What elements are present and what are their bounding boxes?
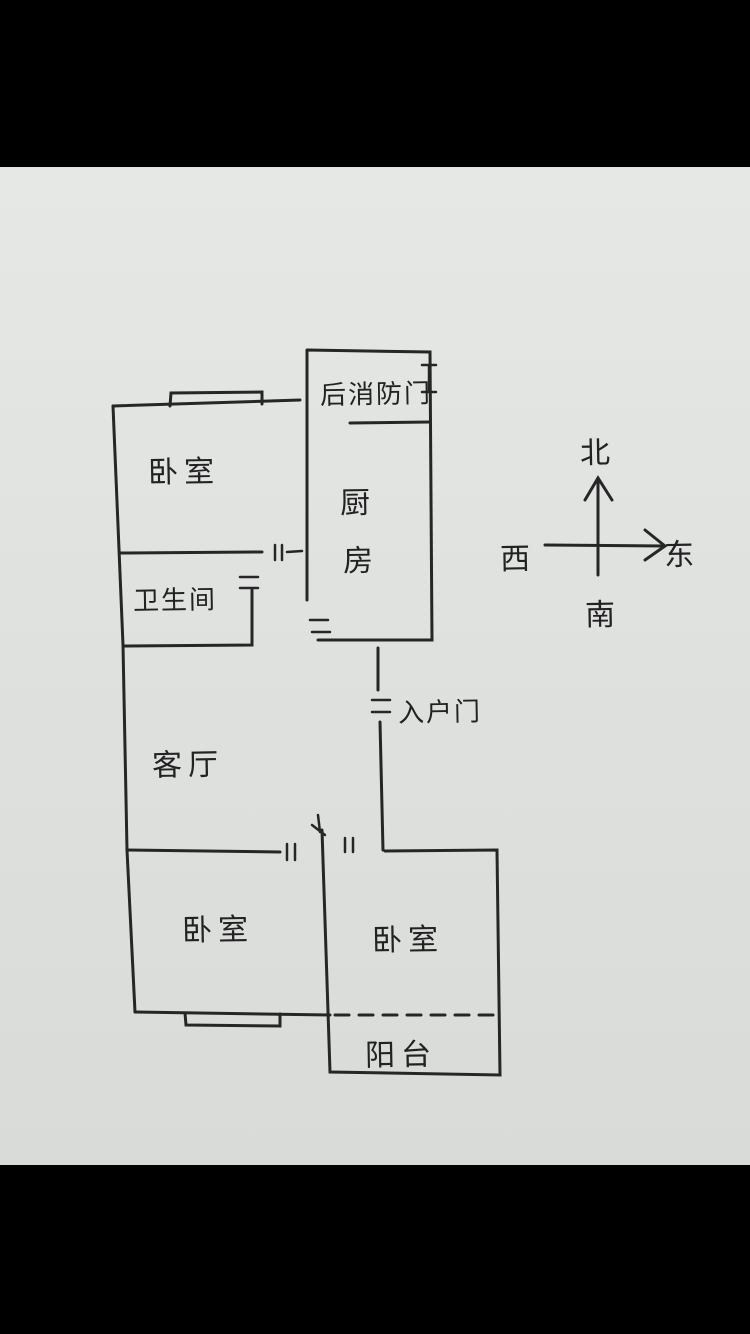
top-black-bar: [0, 0, 750, 167]
label-back-door: 后消防门: [319, 379, 433, 411]
label-entrance-door: 入户门: [397, 697, 483, 729]
label-bedroom-nw: 卧室: [147, 454, 221, 491]
compass-arrows: [543, 475, 668, 577]
nw-window: [168, 390, 264, 408]
bathroom-wall: [121, 588, 254, 648]
compass-west: 西: [499, 541, 537, 578]
compass-east: 东: [663, 537, 701, 574]
entry-wall: [376, 646, 385, 852]
paper-sheet: [0, 167, 750, 1165]
sw-bedroom-bottom-wall: [133, 1010, 332, 1017]
kitchen-inner-line: [348, 420, 432, 425]
compass-north: 北: [579, 435, 617, 472]
bottom-black-bar: [0, 1165, 750, 1334]
north-arrow: [583, 475, 614, 577]
label-bathroom: 卫生间: [132, 585, 218, 617]
east-arrow: [543, 528, 668, 562]
label-kitchen-2: 房: [342, 543, 380, 580]
label-bedroom-se: 卧室: [371, 922, 445, 959]
living-bedroom-divider: [125, 848, 282, 854]
compass-south: 南: [584, 597, 622, 634]
kitchen-walls: [305, 348, 434, 642]
west-wall: [111, 404, 137, 1014]
label-bedroom-sw: 卧室: [181, 912, 255, 949]
walls: [111, 348, 502, 1077]
se-bedroom-walls: [320, 828, 502, 1077]
label-living-room: 客厅: [151, 747, 225, 784]
label-balcony: 阳台: [364, 1037, 438, 1074]
label-kitchen-1: 厨: [339, 485, 377, 522]
nw-bedroom-top-wall: [111, 398, 302, 408]
door-marks: [238, 363, 438, 862]
bedroom-bath-divider: [119, 550, 264, 555]
sw-window: [183, 1011, 282, 1028]
